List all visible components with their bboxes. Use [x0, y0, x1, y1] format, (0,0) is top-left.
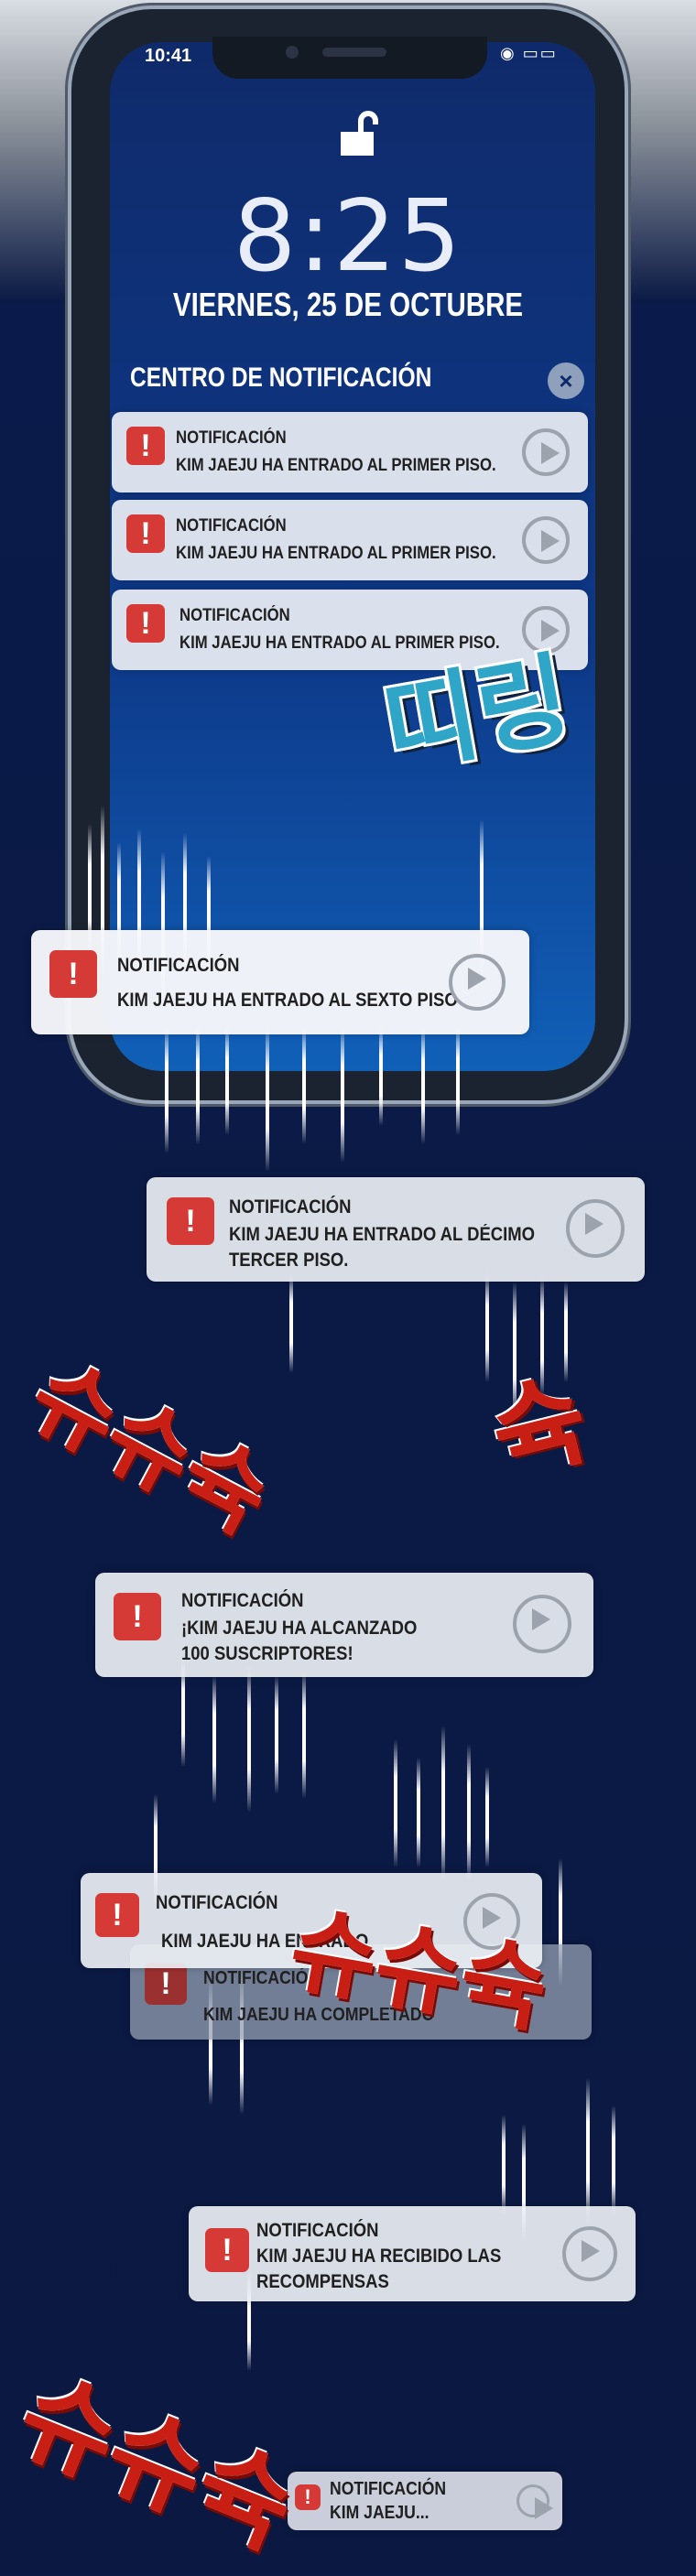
alert-icon: ! — [95, 1893, 139, 1937]
alert-icon: ! — [145, 1963, 187, 2005]
notification-text: KIM JAEJU HA ENTRADO — [161, 1931, 369, 1952]
notification-title: NOTIFICACIÓN — [256, 2220, 379, 2241]
lock-clock: 8:25 — [233, 179, 463, 294]
play-icon[interactable] — [522, 428, 570, 476]
earpiece-speaker — [322, 48, 386, 57]
notification-text: KIM JAEJU HA ENTRADO AL PRIMER PISO. — [176, 544, 496, 563]
alert-icon: ! — [126, 514, 165, 553]
play-icon[interactable] — [566, 1199, 625, 1258]
notification-title: NOTIFICACIÓN — [176, 516, 287, 536]
notification-text: KIM JAEJU HA ENTRADO AL DÉCIMO — [229, 1224, 536, 1245]
notification-card[interactable]: ! NOTIFICACIÓN KIM JAEJU HA ENTRADO AL P… — [112, 590, 588, 670]
play-icon[interactable] — [522, 516, 570, 564]
notification-title: NOTIFICACIÓN — [229, 1196, 352, 1218]
alert-icon: ! — [114, 1593, 161, 1640]
notification-text: KIM JAEJU HA ENTRADO AL PRIMER PISO. — [179, 633, 500, 653]
close-icon[interactable]: × — [548, 363, 584, 399]
notification-center-title: CENTRO DE NOTIFICACIÓN — [130, 363, 432, 393]
notification-text: TERCER PISO. — [229, 1250, 349, 1271]
unlock-icon[interactable] — [333, 108, 381, 166]
notification-card[interactable]: ! NOTIFICACIÓN KIM JAEJU... — [288, 2472, 562, 2530]
status-time: 10:41 — [145, 46, 192, 66]
lock-date: VIERNES, 25 DE OCTUBRE — [172, 286, 524, 323]
notification-text: KIM JAEJU... — [330, 2503, 430, 2523]
notification-text: RECOMPENSAS — [256, 2271, 389, 2292]
notification-card[interactable]: ! NOTIFICACIÓN KIM JAEJU HA ENTRADO AL S… — [31, 930, 529, 1034]
front-camera — [286, 46, 299, 59]
notification-card[interactable]: ! NOTIFICACIÓN KIM JAEJU HA RECIBIDO LAS… — [189, 2206, 636, 2301]
alert-icon: ! — [295, 2484, 321, 2510]
alert-icon: ! — [49, 950, 97, 998]
play-icon[interactable] — [463, 1893, 520, 1950]
notification-title: NOTIFICACIÓN — [176, 428, 287, 448]
notification-text: KIM JAEJU HA ENTRADO AL PRIMER PISO. — [176, 456, 496, 475]
notification-card[interactable]: ! NOTIFICACIÓN KIM JAEJU HA ENTRADO — [81, 1873, 542, 1968]
notification-title: NOTIFICACIÓN — [203, 1968, 321, 1988]
notification-title: NOTIFICACIÓN — [181, 1590, 304, 1611]
play-icon[interactable] — [449, 954, 506, 1011]
alert-icon: ! — [205, 2228, 249, 2272]
notification-text: KIM JAEJU HA RECIBIDO LAS — [256, 2246, 502, 2267]
notification-card[interactable]: ! NOTIFICACIÓN ¡KIM JAEJU HA ALCANZADO 1… — [95, 1573, 593, 1677]
notification-text: KIM JAEJU HA COMPLETADO — [203, 2005, 435, 2025]
notification-text: 100 SUSCRIPTORES! — [181, 1643, 353, 1664]
alert-icon: ! — [167, 1197, 214, 1245]
play-icon[interactable] — [562, 2226, 617, 2281]
notification-text: ¡KIM JAEJU HA ALCANZADO — [181, 1618, 418, 1639]
notification-text: KIM JAEJU HA ENTRADO AL SEXTO PISO — [117, 990, 458, 1011]
notification-title: NOTIFICACIÓN — [117, 955, 240, 976]
notification-title: NOTIFICACIÓN — [330, 2479, 447, 2499]
play-icon[interactable] — [513, 1595, 571, 1653]
notification-title: NOTIFICACIÓN — [179, 606, 290, 625]
wifi-battery-icon: ◉ ▭▭ — [500, 44, 558, 62]
notification-card[interactable]: ! NOTIFICACIÓN KIM JAEJU HA ENTRADO AL P… — [112, 412, 588, 492]
notification-title: NOTIFICACIÓN — [156, 1892, 278, 1913]
play-icon[interactable] — [517, 2484, 553, 2519]
play-icon[interactable] — [522, 606, 570, 654]
phone-notch — [212, 37, 487, 79]
alert-icon: ! — [126, 604, 165, 643]
notification-card[interactable]: ! NOTIFICACIÓN KIM JAEJU HA ENTRADO AL D… — [147, 1177, 645, 1282]
alert-icon: ! — [126, 427, 165, 465]
notification-card[interactable]: ! NOTIFICACIÓN KIM JAEJU HA ENTRADO AL P… — [112, 500, 588, 580]
